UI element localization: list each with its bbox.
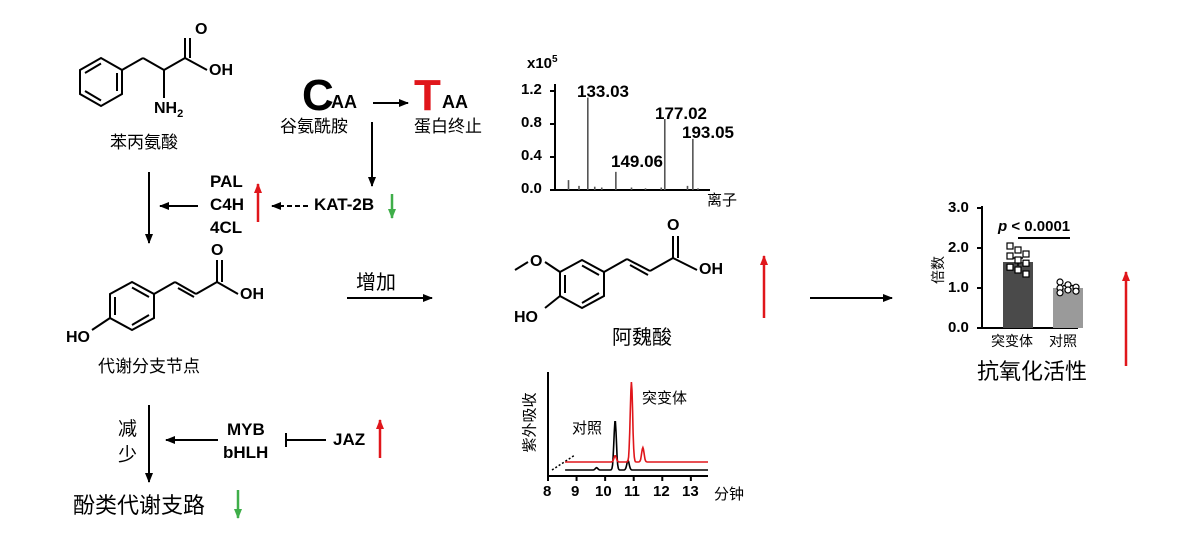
ms-peak-label-133: 133.03 — [577, 82, 629, 101]
antioxidant-title: 抗氧化活性 — [977, 360, 1088, 385]
ao-point-control-6 — [1056, 289, 1064, 297]
p-rest: < 0.0001 — [1007, 218, 1071, 235]
chrom-mutant-label: 突变体 — [642, 389, 688, 407]
chrom-ylabel: 紫外吸收 — [520, 392, 539, 453]
pathway-arrows — [145, 99, 893, 483]
mass-spectrum — [550, 84, 710, 191]
ao-point-mutant-0 — [1006, 242, 1014, 250]
ms-peak-label-193: 193.05 — [682, 123, 734, 142]
ms-exp-base: x10 — [527, 55, 553, 72]
decrease-label-2: 少 — [118, 444, 138, 466]
chrom-xtick-8: 8 — [543, 483, 552, 500]
atom-oh-3: OH — [699, 261, 723, 278]
stop-label: 蛋白终止 — [414, 117, 482, 137]
gene-c4h: C4H — [210, 195, 245, 214]
regulation-arrows — [234, 183, 1130, 519]
ms-ytick-1: 0.4 — [521, 147, 542, 164]
codon-c-aa: AA — [331, 92, 357, 112]
antioxidant-chart — [977, 206, 1083, 329]
ao-ytick-0: 0.0 — [948, 319, 969, 336]
ms-exp-sup: 5 — [552, 54, 558, 65]
increase-label: 增加 — [356, 270, 396, 294]
atom-ho: HO — [66, 329, 90, 346]
chrom-control-label: 对照 — [572, 419, 603, 437]
atom-oh-2: OH — [240, 286, 264, 303]
gene-myb: MYB — [227, 420, 265, 439]
codon-c: C — [302, 71, 334, 120]
ms-peak-label-177: 177.02 — [655, 104, 707, 123]
chrom-xtick-9: 9 — [571, 483, 580, 500]
ms-ytick-0: 0.0 — [521, 180, 542, 197]
chrom-xtick-10: 10 — [595, 483, 612, 500]
atom-methoxy-o: O — [530, 253, 543, 270]
decrease-label-1: 减 — [118, 418, 138, 440]
mutant-trace — [565, 381, 708, 463]
atom-o-2: O — [211, 242, 224, 259]
ao-point-mutant-8 — [1022, 270, 1030, 278]
ao-point-mutant-5 — [1022, 259, 1030, 267]
phenylalanine-structure — [79, 38, 208, 108]
chromatogram — [547, 372, 708, 481]
coumaric-structure — [91, 260, 239, 332]
codon-t-aa: AA — [442, 92, 468, 112]
phenolic-label: 酚类代谢支路 — [73, 494, 206, 519]
gene-4cl: 4CL — [210, 218, 243, 237]
ao-point-mutant-2 — [1022, 250, 1030, 258]
ao-point-control-0 — [1056, 278, 1064, 286]
glutamine-label: 谷氨酰胺 — [280, 117, 348, 137]
atom-nh2: NH2 — [154, 100, 183, 120]
chrom-xtick-13: 13 — [682, 483, 699, 500]
phenylalanine-label: 苯丙氨酸 — [110, 133, 178, 153]
nh-sub: 2 — [177, 108, 184, 121]
gene-kat2b: KAT-2B — [314, 195, 375, 214]
atom-ho-2: HO — [514, 309, 538, 326]
ao-point-control-4 — [1064, 286, 1072, 294]
control-trace — [565, 421, 708, 471]
gene-bhlh: bHLH — [223, 443, 269, 462]
ao-point-mutant-7 — [1014, 266, 1022, 274]
ao-point-control-5 — [1072, 287, 1080, 295]
ao-ytick-2: 2.0 — [948, 239, 969, 256]
atom-o-3: O — [667, 217, 680, 234]
ao-ytick-1: 1.0 — [948, 279, 969, 296]
ao-pvalue: p < 0.0001 — [998, 218, 1070, 235]
ms-exponent: x105 — [527, 54, 558, 72]
ao-ytick-3: 3.0 — [948, 199, 969, 216]
ao-ylabel: 倍数 — [931, 256, 947, 284]
atom-o: O — [195, 21, 208, 38]
atom-oh: OH — [209, 62, 233, 79]
ao-cat-mutant: 突变体 — [991, 334, 1033, 350]
ao-point-mutant-6 — [1006, 263, 1014, 271]
ms-ytick-3: 1.2 — [521, 81, 542, 98]
chrom-xtick-11: 11 — [624, 483, 640, 500]
gene-pal: PAL — [210, 172, 243, 191]
ao-point-mutant-1 — [1014, 246, 1022, 254]
codon-t: T — [414, 71, 441, 120]
ms-xlabel: 离子 — [707, 191, 738, 209]
ao-cat-control: 对照 — [1049, 334, 1077, 350]
ms-ytick-2: 0.8 — [521, 114, 542, 131]
ao-point-mutant-4 — [1014, 256, 1022, 264]
ms-peak-label-149: 149.06 — [611, 152, 663, 171]
nh-text: NH — [154, 100, 178, 117]
ferulic-structure — [514, 236, 698, 310]
gene-jaz: JAZ — [333, 430, 366, 449]
chrom-xlabel: 分钟 — [714, 485, 745, 503]
p-italic: p — [998, 218, 1008, 235]
ao-point-mutant-3 — [1006, 252, 1014, 260]
ferulic-label: 阿魏酸 — [612, 325, 672, 349]
chrom-xtick-12: 12 — [653, 483, 670, 500]
coumaric-label: 代谢分支节点 — [98, 357, 200, 377]
